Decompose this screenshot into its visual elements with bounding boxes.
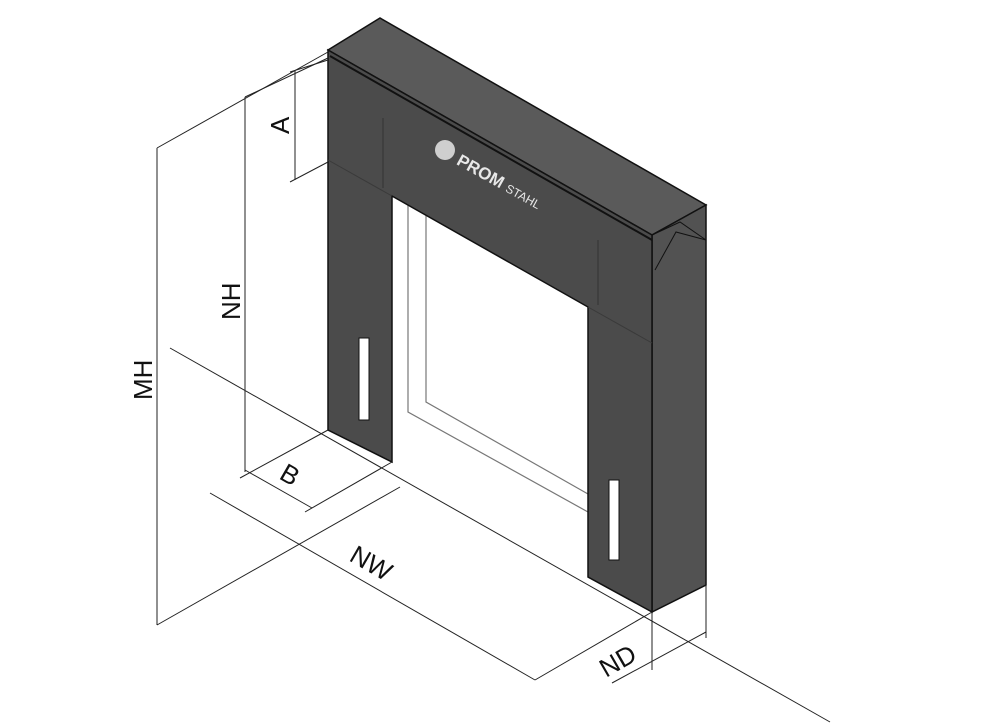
dim-label-b: B — [275, 457, 305, 492]
dim-label-nd: ND — [594, 638, 642, 683]
slot-right — [608, 479, 620, 561]
dim-label-nh: NH — [216, 282, 246, 320]
dim-label-nw: NW — [345, 539, 398, 587]
corner-fold — [651, 221, 707, 271]
dimension-lines — [156, 51, 707, 684]
top-edge-detail — [329, 55, 653, 241]
ground-line — [169, 347, 831, 723]
side-face — [651, 203, 707, 614]
slot-left — [358, 337, 370, 421]
lintel-seam-right — [587, 306, 653, 344]
dim-label-mh: MH — [128, 360, 158, 400]
dim-label-a: A — [265, 116, 295, 134]
logo-emblem-icon — [435, 140, 455, 160]
lintel-seam — [327, 159, 393, 197]
